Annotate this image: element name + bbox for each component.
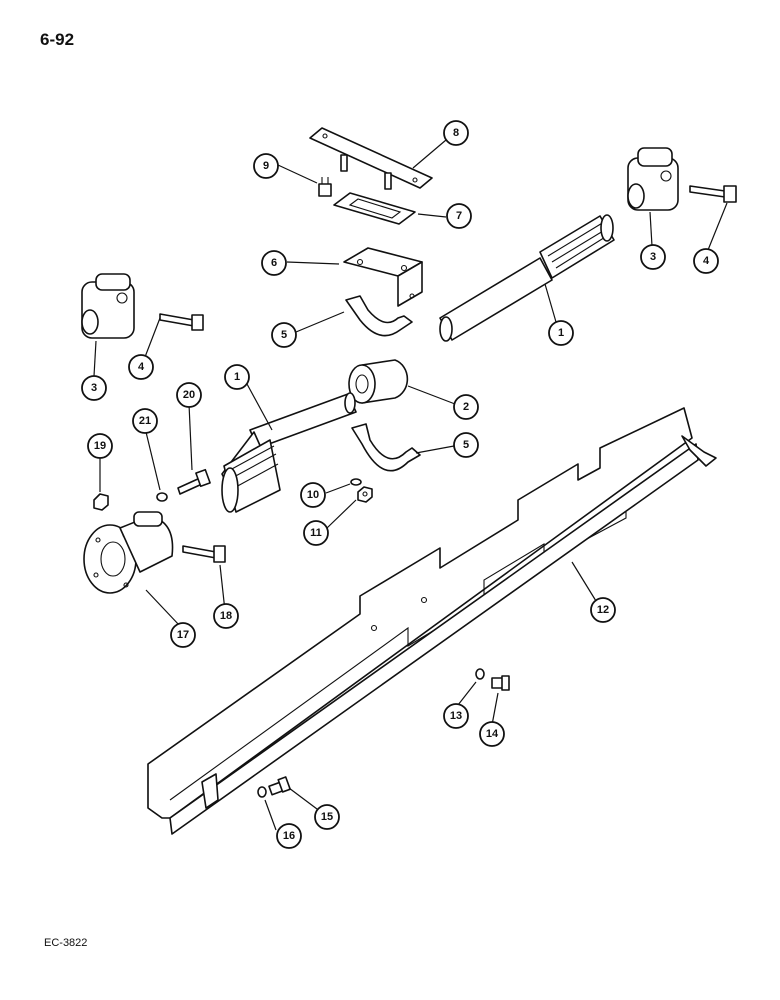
shaft-part-1-upper — [439, 214, 615, 342]
bracket-part-6 — [343, 247, 423, 307]
svg-text:21: 21 — [139, 415, 151, 427]
plate-part-8 — [309, 127, 433, 190]
bolt-part-4-left — [159, 313, 204, 331]
callout-4-left: 4 — [128, 354, 154, 380]
callout-1-upper: 1 — [548, 320, 574, 346]
svg-text:2: 2 — [463, 401, 469, 413]
bolt-part-4-right — [689, 185, 737, 203]
channel-part-12 — [147, 407, 717, 835]
svg-text:1: 1 — [234, 371, 240, 383]
yoke-part-3-left — [81, 273, 135, 339]
svg-text:14: 14 — [486, 728, 499, 740]
svg-text:3: 3 — [650, 251, 656, 263]
svg-text:18: 18 — [220, 610, 232, 622]
svg-text:11: 11 — [310, 527, 322, 539]
washer-part-21 — [156, 492, 168, 502]
figure-code: EC-3822 — [44, 937, 88, 949]
svg-text:12: 12 — [597, 604, 609, 616]
callout-5-lower: 5 — [453, 432, 479, 458]
svg-text:1: 1 — [558, 327, 564, 339]
svg-text:5: 5 — [281, 329, 287, 341]
svg-text:7: 7 — [456, 210, 462, 222]
svg-text:8: 8 — [453, 127, 459, 139]
screw-part-20 — [177, 468, 211, 495]
svg-text:13: 13 — [450, 710, 462, 722]
callout-3-right: 3 — [640, 244, 666, 270]
callout-4-right: 4 — [693, 248, 719, 274]
screw-part-15 — [268, 776, 291, 796]
bolt-part-18 — [182, 545, 226, 563]
callout-6: 6 — [261, 250, 287, 276]
callout-8: 8 — [443, 120, 469, 146]
svg-text:5: 5 — [463, 439, 469, 451]
callout-16: 16 — [276, 823, 302, 849]
svg-text:15: 15 — [321, 811, 333, 823]
callout-9: 9 — [253, 153, 279, 179]
svg-text:4: 4 — [703, 255, 710, 267]
nut-part-11 — [357, 486, 373, 503]
callout-21: 21 — [132, 408, 158, 434]
callout-20: 20 — [176, 382, 202, 408]
svg-text:17: 17 — [177, 629, 189, 641]
svg-text:6: 6 — [271, 257, 277, 269]
callout-19: 19 — [87, 433, 113, 459]
callout-3-left: 3 — [81, 375, 107, 401]
svg-text:4: 4 — [138, 361, 145, 373]
callout-15: 15 — [314, 804, 340, 830]
svg-text:9: 9 — [263, 160, 269, 172]
svg-text:19: 19 — [94, 440, 106, 452]
page-number: 6-92 — [40, 30, 75, 49]
callout-13: 13 — [443, 703, 469, 729]
shaft-part-1-lower — [221, 392, 357, 513]
screw-part-14 — [491, 675, 510, 691]
svg-text:16: 16 — [283, 830, 295, 842]
callout-18: 18 — [213, 603, 239, 629]
clamp-part-5-upper — [345, 295, 413, 337]
coupling-part-17 — [83, 511, 174, 594]
yoke-part-3-right — [627, 147, 679, 211]
shim-part-7 — [333, 192, 416, 225]
clamp-part-5-lower — [351, 423, 421, 472]
callout-17: 17 — [170, 622, 196, 648]
washer-part-10 — [350, 478, 362, 486]
callout-7: 7 — [446, 203, 472, 229]
svg-text:20: 20 — [183, 389, 195, 401]
callout-14: 14 — [479, 721, 505, 747]
callout-2: 2 — [453, 394, 479, 420]
svg-text:10: 10 — [307, 489, 319, 501]
callout-11: 11 — [303, 520, 329, 546]
cap-screw-part-9 — [318, 177, 332, 197]
svg-text:3: 3 — [91, 382, 97, 394]
leader-lines — [93, 139, 728, 831]
callout-10: 10 — [300, 482, 326, 508]
nut-part-19 — [93, 493, 109, 511]
washer-part-13 — [475, 668, 485, 680]
washer-part-16 — [257, 786, 267, 798]
callout-12: 12 — [590, 597, 616, 623]
bushing-part-2 — [348, 359, 409, 404]
callout-5-upper: 5 — [271, 322, 297, 348]
callout-1-lower: 1 — [224, 364, 250, 390]
